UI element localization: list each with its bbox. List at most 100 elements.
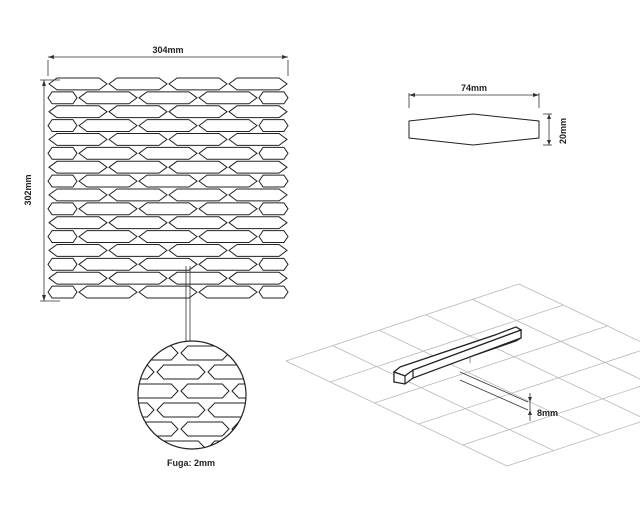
mosaic-tile [108,216,168,230]
detail-leader [185,266,191,342]
thickness-dimension: 8mm [459,371,558,421]
grid-line [425,314,640,418]
mosaic-tile [78,146,138,160]
mosaic-tile [48,188,108,202]
mosaic-tile [258,230,289,243]
detail-tile [334,422,382,436]
detail-tile [138,364,155,380]
detail-tile [334,384,382,398]
mosaic-tile [198,91,258,105]
detail-tile [138,402,155,418]
grid-line [379,329,601,436]
mosaic-width-dimension: 304mm [47,45,289,76]
mosaic-tile [47,91,78,105]
mosaic-tile [258,285,289,299]
mosaic-tile [228,105,288,119]
mosaic-tile [258,91,289,105]
mosaic-tile [228,160,288,174]
joint-label: Fuga: 2mm [167,458,215,468]
mosaic-tile [258,257,289,271]
mosaic-tile [198,230,258,243]
mosaic-tile [108,188,168,202]
mosaic-tile [48,133,108,146]
mosaic-tile [78,257,138,271]
mosaic-tile [198,285,258,299]
detail-tile [138,440,155,449]
mosaic-tile [168,77,228,91]
detail-tile [231,345,246,361]
mosaic-tile [47,202,78,216]
mosaic-tile [47,257,78,271]
mosaic-tile [228,271,288,285]
detail-tile [283,384,331,398]
mosaic-tile [48,77,108,91]
mosaic-width-label: 304mm [152,45,183,55]
detail-tile [180,421,230,437]
mosaic-height-dimension: 302mm [23,79,60,302]
mosaic-tile [258,146,289,160]
tile-width-label: 20mm [558,118,568,144]
mosaic-tile [258,202,289,216]
mosaic-tile [138,119,198,132]
mosaic-tile [198,257,258,271]
detail-tile [138,345,179,361]
detail-tile [55,365,103,379]
grid-line [285,360,508,467]
mosaic-tile [78,230,138,243]
mosaic-tile [48,244,108,257]
mosaic-tile [138,285,198,299]
detail-tile [207,364,246,380]
detail-tile [79,422,127,436]
grid-line [332,345,554,451]
detail-tile [259,441,307,455]
mosaic-tile [258,174,289,188]
detail-tile [180,383,230,399]
detail-tile [138,383,179,399]
isometric-grid [285,283,640,467]
mosaic-tile [198,202,258,216]
mosaic-tile [138,91,198,105]
mosaic-tile [228,133,288,146]
tile-thickness-label: 8mm [537,408,558,418]
tile-length-label: 74mm [461,83,487,93]
detail-tile [310,403,358,417]
mosaic-tile [228,216,288,230]
mosaic-tile [138,174,198,188]
detail-tile [310,441,358,455]
mosaic-tile [78,119,138,132]
mosaic-tile [47,230,78,243]
mosaic-tile [138,202,198,216]
mosaic-tile [198,119,258,132]
mosaic-tile [78,202,138,216]
isometric-tile [392,326,523,385]
detail-tile [231,383,246,399]
grid-line [462,386,640,446]
mosaic-tile [198,146,258,160]
detail-tile [180,345,230,361]
joint-detail-magnifier [55,340,382,455]
mosaic-height-label: 302mm [23,174,33,205]
mosaic-tile [168,216,228,230]
mosaic-tile [108,244,168,257]
grid-line [472,299,640,380]
mosaic-tile [168,188,228,202]
mosaic-tile [48,105,108,119]
mosaic-tile [138,257,198,271]
mosaic-tile [108,271,168,285]
grid-line [418,350,640,425]
detail-tile [79,384,127,398]
mosaic-tile [108,77,168,91]
mosaic-tile [138,230,198,243]
mosaic-tile [168,244,228,257]
mosaic-tile [108,133,168,146]
mosaic-tile [78,91,138,105]
mosaic-tile [48,271,108,285]
mosaic-tile [258,119,289,132]
mosaic-tile [47,119,78,132]
mosaic-tile [48,216,108,230]
mosaic-tile [228,188,288,202]
grid-line [330,304,564,383]
mosaic-tile [47,146,78,160]
detail-tile [231,421,246,437]
